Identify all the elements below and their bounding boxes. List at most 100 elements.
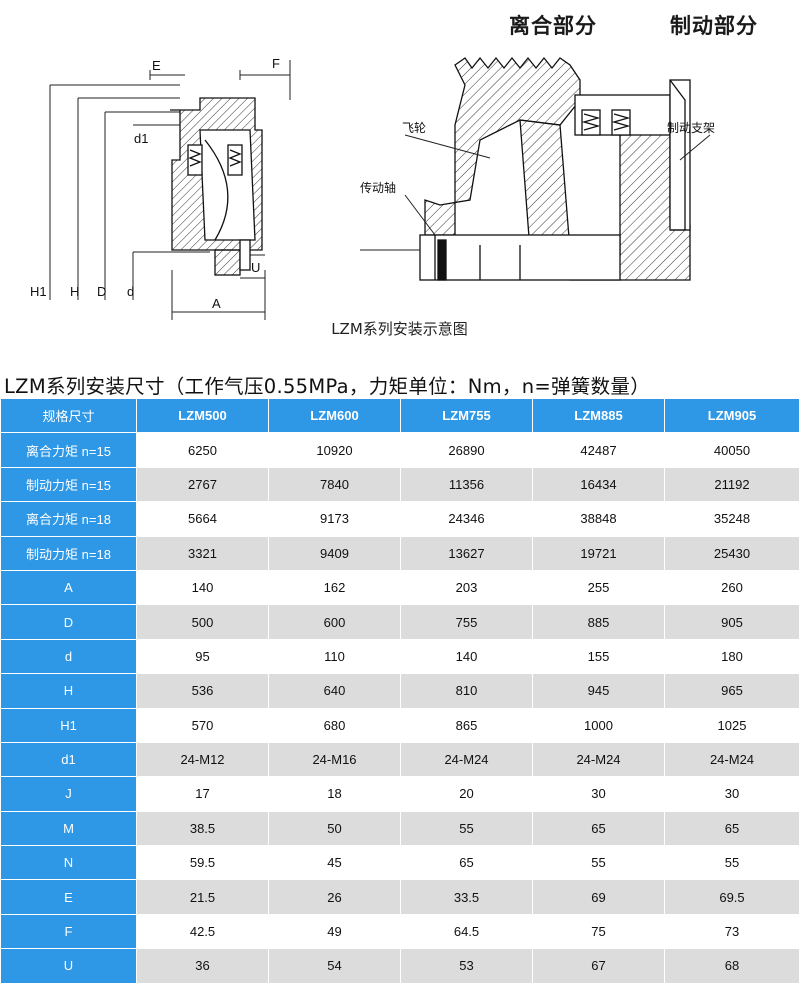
table-cell: 69	[532, 879, 665, 915]
clutch-part-heading: 离合部分	[509, 14, 597, 38]
dim-label-d-small: d	[127, 284, 134, 299]
table-cell: 67	[532, 948, 665, 984]
table-cell: 18	[268, 776, 401, 812]
table-cell: 7840	[268, 466, 401, 503]
table-cell: 42.5	[136, 913, 269, 950]
table-cell: 260	[664, 569, 799, 606]
table-cell: 55	[532, 845, 665, 881]
table-cell: 865	[400, 707, 533, 743]
table-cell: 1025	[664, 707, 799, 743]
row-header-cell: 制动力矩 n=15	[0, 466, 137, 503]
table-cell: 140	[136, 569, 269, 606]
table-cell: 54	[268, 948, 401, 984]
table-cell: 30	[664, 776, 799, 812]
table-corner-cell: 规格尺寸	[0, 397, 137, 434]
table-cell: 255	[532, 569, 665, 606]
table-cell: 20	[400, 776, 533, 812]
table-cell: 536	[136, 673, 269, 709]
table-cell: 33.5	[400, 879, 533, 915]
table-cell: 26	[268, 879, 401, 915]
spec-table: 规格尺寸 LZM500 LZM600 LZM755 LZM885 LZM905 …	[0, 397, 799, 984]
table-cell: 600	[268, 604, 401, 640]
drawing-caption: LZM系列安装示意图	[331, 320, 468, 338]
row-header-cell: 离合力矩 n=15	[0, 432, 137, 468]
table-cell: 9173	[268, 501, 401, 537]
table-cell: 885	[532, 604, 665, 640]
table-cell: 42487	[532, 432, 665, 468]
table-cell: 945	[532, 673, 665, 709]
row-header-cell: H1	[0, 707, 137, 743]
table-cell: 180	[664, 638, 799, 675]
table-cell: 38.5	[136, 810, 269, 847]
table-cell: 64.5	[400, 913, 533, 950]
row-header-cell: E	[0, 879, 137, 915]
table-cell: 21.5	[136, 879, 269, 915]
table-cell: 21192	[664, 466, 799, 503]
table-cell: 810	[400, 673, 533, 709]
table-cell: 73	[664, 913, 799, 950]
callout-brake-bracket: 制动支架	[667, 121, 715, 135]
dim-label-d1: d1	[134, 131, 148, 146]
column-header: LZM905	[664, 397, 799, 434]
table-header-row: 规格尺寸 LZM500 LZM600 LZM755 LZM885 LZM905	[0, 397, 799, 434]
table-cell: 16434	[532, 466, 665, 503]
column-header: LZM755	[400, 397, 533, 434]
table-cell: 6250	[136, 432, 269, 468]
table-cell: 30	[532, 776, 665, 812]
table-cell: 203	[400, 569, 533, 606]
table-cell: 65	[664, 810, 799, 847]
dim-label-d-large: D	[97, 284, 106, 299]
table-cell: 49	[268, 913, 401, 950]
table-cell: 500	[136, 604, 269, 640]
table-cell: 45	[268, 845, 401, 881]
table-cell: 69.5	[664, 879, 799, 915]
row-header-cell: d1	[0, 741, 137, 778]
table-cell: 1000	[532, 707, 665, 743]
table-cell: 11356	[400, 466, 533, 503]
callout-flywheel: 飞轮	[402, 121, 426, 135]
row-header-cell: A	[0, 569, 137, 606]
table-cell: 65	[400, 845, 533, 881]
table-cell: 55	[400, 810, 533, 847]
table-cell: 3321	[136, 535, 269, 571]
table-cell: 140	[400, 638, 533, 675]
assembly-section-drawing: 飞轮 传动轴 制动支架	[360, 56, 715, 281]
table-cell: 40050	[664, 432, 799, 468]
table-cell: 95	[136, 638, 269, 675]
table-cell: 24346	[400, 501, 533, 537]
callout-drive-shaft: 传动轴	[360, 180, 396, 195]
table-cell: 24-M12	[136, 741, 269, 778]
table-cell: 10920	[268, 432, 401, 468]
dim-label-u: U	[251, 260, 260, 275]
table-cell: 9409	[268, 535, 401, 571]
table-cell: 25430	[664, 535, 799, 571]
dim-label-h: H	[70, 284, 79, 299]
column-header: LZM600	[268, 397, 401, 434]
row-header-cell: N	[0, 845, 137, 881]
row-header-cell: H	[0, 673, 137, 709]
row-header-cell: J	[0, 776, 137, 812]
table-cell: 24-M24	[400, 741, 533, 778]
table-cell: 50	[268, 810, 401, 847]
table-cell: 36	[136, 948, 269, 984]
dim-label-a: A	[212, 296, 221, 311]
row-header-cell: d	[0, 638, 137, 675]
table-cell: 905	[664, 604, 799, 640]
column-header: LZM500	[136, 397, 269, 434]
table-cell: 13627	[400, 535, 533, 571]
table-cell: 110	[268, 638, 401, 675]
table-cell: 59.5	[136, 845, 269, 881]
table-cell: 162	[268, 569, 401, 606]
dim-label-f: F	[272, 56, 280, 71]
